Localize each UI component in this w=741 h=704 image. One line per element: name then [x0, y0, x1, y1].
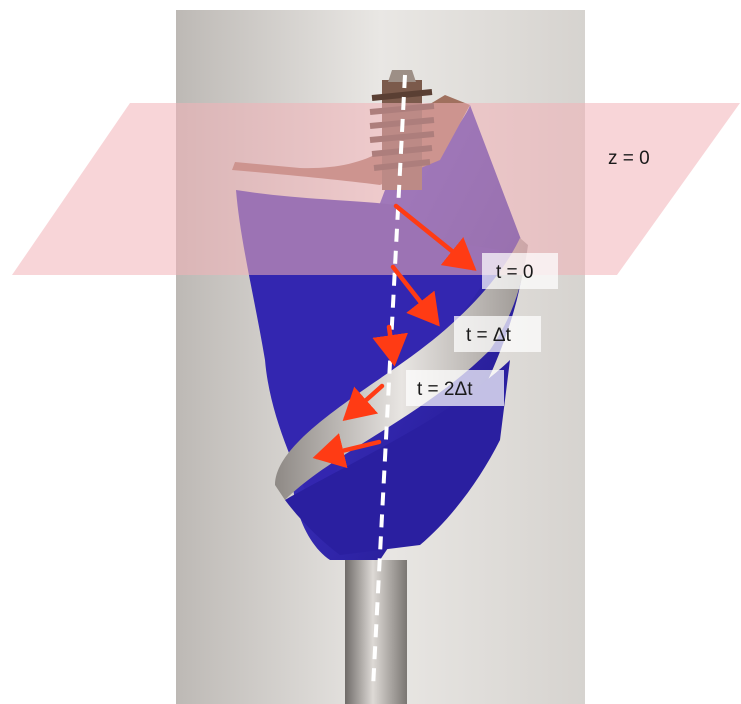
time-label-t0: t = 0	[496, 262, 534, 283]
time-label-t-2dt: t = 2Δt	[417, 379, 473, 400]
z-plane	[12, 103, 740, 275]
plane-label: z = 0	[608, 148, 650, 169]
time-label-t-dt: t = Δt	[466, 325, 512, 346]
